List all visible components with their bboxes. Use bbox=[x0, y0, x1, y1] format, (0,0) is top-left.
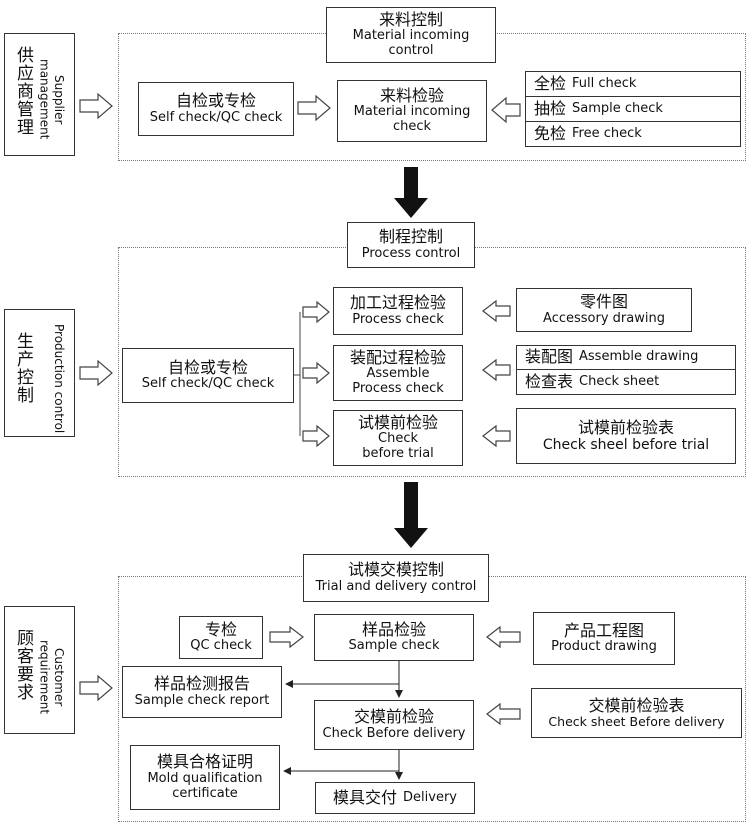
check-before-trial: 试模前检验 Check before trial bbox=[333, 410, 463, 466]
check-sheet: 检查表 Check sheet bbox=[516, 369, 736, 395]
production-side-box: 生产控制 Production control bbox=[4, 309, 75, 437]
hollow-arrow-checks-to-material bbox=[491, 96, 521, 124]
check-sheet-before-delivery: 交模前检验表 Check sheet Before delivery bbox=[531, 688, 742, 738]
hollow-arrow-qc-to-sample bbox=[269, 625, 304, 649]
supplier-side-box: 供应商管理 Supplier management bbox=[4, 33, 75, 156]
process-check: 加工过程检验 Process check bbox=[333, 287, 463, 335]
production-side-en: Production control bbox=[52, 324, 66, 434]
sample-check: 样品检验 Sample check bbox=[314, 614, 474, 661]
hollow-arrow-production bbox=[79, 359, 113, 387]
mold-qualification-certificate: 模具合格证明 Mold qualification certificate bbox=[130, 745, 280, 810]
hollow-arrow-customer bbox=[79, 674, 113, 702]
product-drawing: 产品工程图 Product drawing bbox=[533, 612, 675, 665]
material-incoming-check: 来料检验 Material incoming check bbox=[337, 80, 487, 142]
production-self-check: 自检或专检 Self check/QC check bbox=[122, 348, 294, 403]
supplier-self-check: 自检或专检 Self check/QC check bbox=[138, 82, 294, 136]
supplier-side-en: Supplier management bbox=[37, 59, 66, 140]
check-sheet-before-trial: 试模前检验表 Check sheel before trial bbox=[516, 408, 736, 464]
accessory-drawing: 零件图 Accessory drawing bbox=[516, 288, 692, 332]
sample-check-report: 样品检测报告 Sample check report bbox=[122, 666, 282, 718]
hollow-arrow-self-to-material bbox=[297, 94, 331, 122]
free-check: 免检 Free check bbox=[525, 121, 741, 147]
hollow-arrow-sheet-to-delivery-check bbox=[486, 702, 521, 726]
production-side-zh: 生产控制 bbox=[13, 332, 33, 404]
customer-side-en: Customer requirement bbox=[37, 639, 66, 715]
assemble-process-check: 装配过程检验 Assemble Process check bbox=[333, 345, 463, 401]
hollow-arrow-to-assemble bbox=[302, 361, 330, 385]
hollow-arrow-supplier bbox=[79, 92, 113, 120]
hollow-arrow-trial-sheet bbox=[482, 424, 511, 448]
production-title: 制程控制 Process control bbox=[347, 222, 475, 268]
customer-side-zh: 顾客要求 bbox=[13, 629, 33, 701]
customer-title: 试模交模控制 Trial and delivery control bbox=[303, 554, 489, 602]
qc-check: 专检 QC check bbox=[179, 616, 263, 659]
supplier-title: 来料控制 Material incoming control bbox=[326, 7, 496, 63]
hollow-arrow-to-process bbox=[302, 300, 330, 324]
supplier-side-zh: 供应商管理 bbox=[13, 46, 33, 136]
sample-check-supplier: 抽检 Sample check bbox=[525, 96, 741, 122]
customer-side-box: 顾客要求 Customer requirement bbox=[4, 606, 75, 734]
check-before-delivery: 交模前检验 Check Before delivery bbox=[314, 700, 474, 750]
mold-delivery: 模具交付 Delivery bbox=[315, 782, 475, 814]
hollow-arrow-assemble-drawing bbox=[482, 358, 511, 382]
hollow-arrow-to-trial bbox=[302, 424, 330, 448]
big-down-arrow-1 bbox=[394, 167, 428, 218]
assemble-drawing: 装配图 Assemble drawing bbox=[516, 345, 736, 370]
hollow-arrow-drawing-to-sample bbox=[486, 625, 521, 649]
big-down-arrow-2 bbox=[394, 482, 428, 548]
hollow-arrow-accessory bbox=[482, 299, 511, 323]
